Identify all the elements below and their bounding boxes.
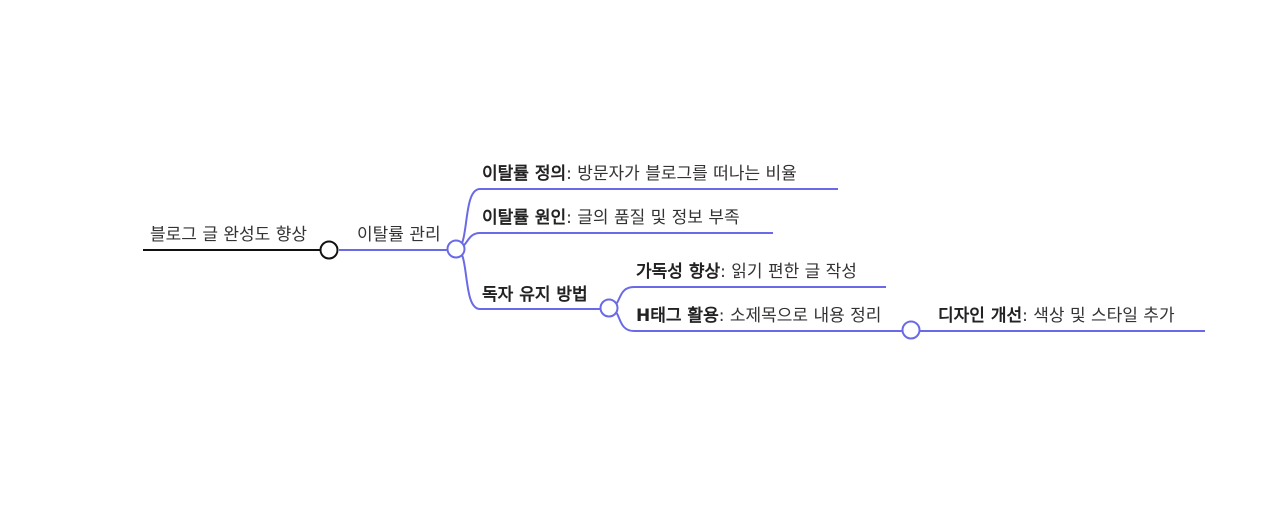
node-cause[interactable]: 이탈률 원인: 글의 품질 및 정보 부족 xyxy=(482,207,770,229)
htag-collapse-toggle[interactable] xyxy=(901,320,921,340)
node-definition-title: 이탈률 정의 xyxy=(482,164,567,184)
node-htag-title: H태그 활용 xyxy=(636,306,719,326)
node-cause-desc: : 글의 품질 및 정보 부족 xyxy=(566,208,740,228)
node-definition-desc: : 방문자가 블로그를 떠나는 비율 xyxy=(566,164,797,184)
node-definition[interactable]: 이탈률 정의: 방문자가 블로그를 떠나는 비율 xyxy=(482,163,830,185)
node-design[interactable]: 디자인 개선: 색상 및 스타일 추가 xyxy=(938,305,1200,327)
branch-node-label: 이탈률 관리 xyxy=(357,225,441,245)
root-collapse-toggle[interactable] xyxy=(319,240,339,260)
root-node-label: 블로그 글 완성도 향상 xyxy=(150,225,307,245)
node-design-title: 디자인 개선 xyxy=(938,306,1023,326)
branch-node-bounce-rate[interactable]: 이탈률 관리 xyxy=(357,224,445,246)
node-retention-title: 독자 유지 방법 xyxy=(482,285,588,305)
retention-collapse-toggle[interactable] xyxy=(599,298,619,318)
node-readability-desc: : 읽기 편한 글 작성 xyxy=(720,262,857,282)
node-readability-title: 가독성 향상 xyxy=(636,262,721,282)
edge-cause xyxy=(455,232,773,250)
node-readability[interactable]: 가독성 향상: 읽기 편한 글 작성 xyxy=(636,261,876,283)
node-htag-desc: : 소제목으로 내용 정리 xyxy=(718,306,882,326)
node-cause-title: 이탈률 원인 xyxy=(482,208,567,228)
node-htag[interactable]: H태그 활용: 소제목으로 내용 정리 xyxy=(636,305,904,327)
node-retention[interactable]: 독자 유지 방법 xyxy=(482,284,606,306)
node-design-desc: : 색상 및 스타일 추가 xyxy=(1022,306,1175,326)
root-node[interactable]: 블로그 글 완성도 향상 xyxy=(150,224,322,246)
branch1-collapse-toggle[interactable] xyxy=(446,239,466,259)
